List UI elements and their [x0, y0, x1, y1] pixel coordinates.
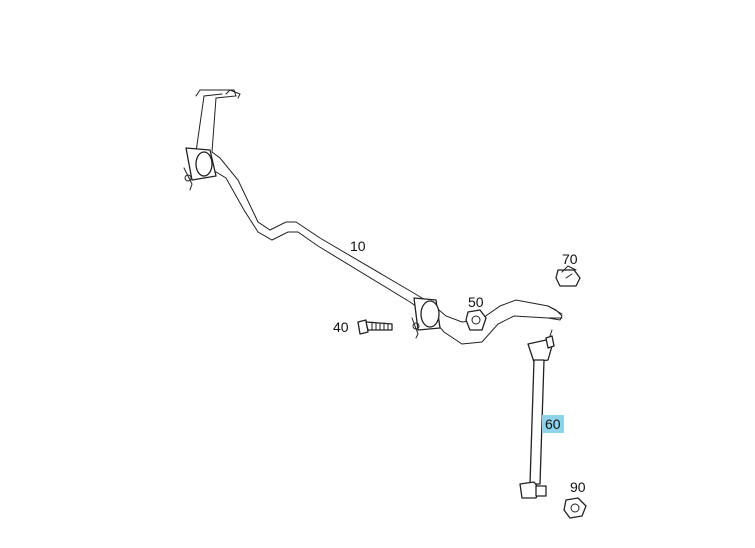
callout-60: 60 — [542, 415, 564, 433]
stabilizer-link — [519, 329, 555, 499]
callout-70: 70 — [562, 251, 578, 267]
nut-part-70 — [555, 265, 581, 287]
callout-10: 10 — [350, 238, 366, 254]
stabilizer-bar — [183, 89, 563, 345]
bushing-right — [411, 297, 441, 339]
callout-40: 40 — [333, 319, 349, 335]
bolt-part — [357, 319, 393, 335]
bushing-left — [183, 147, 217, 191]
callout-50: 50 — [468, 294, 484, 310]
nut-part-90 — [563, 497, 587, 519]
callout-90: 90 — [570, 479, 586, 495]
nut-part-50 — [465, 309, 487, 331]
